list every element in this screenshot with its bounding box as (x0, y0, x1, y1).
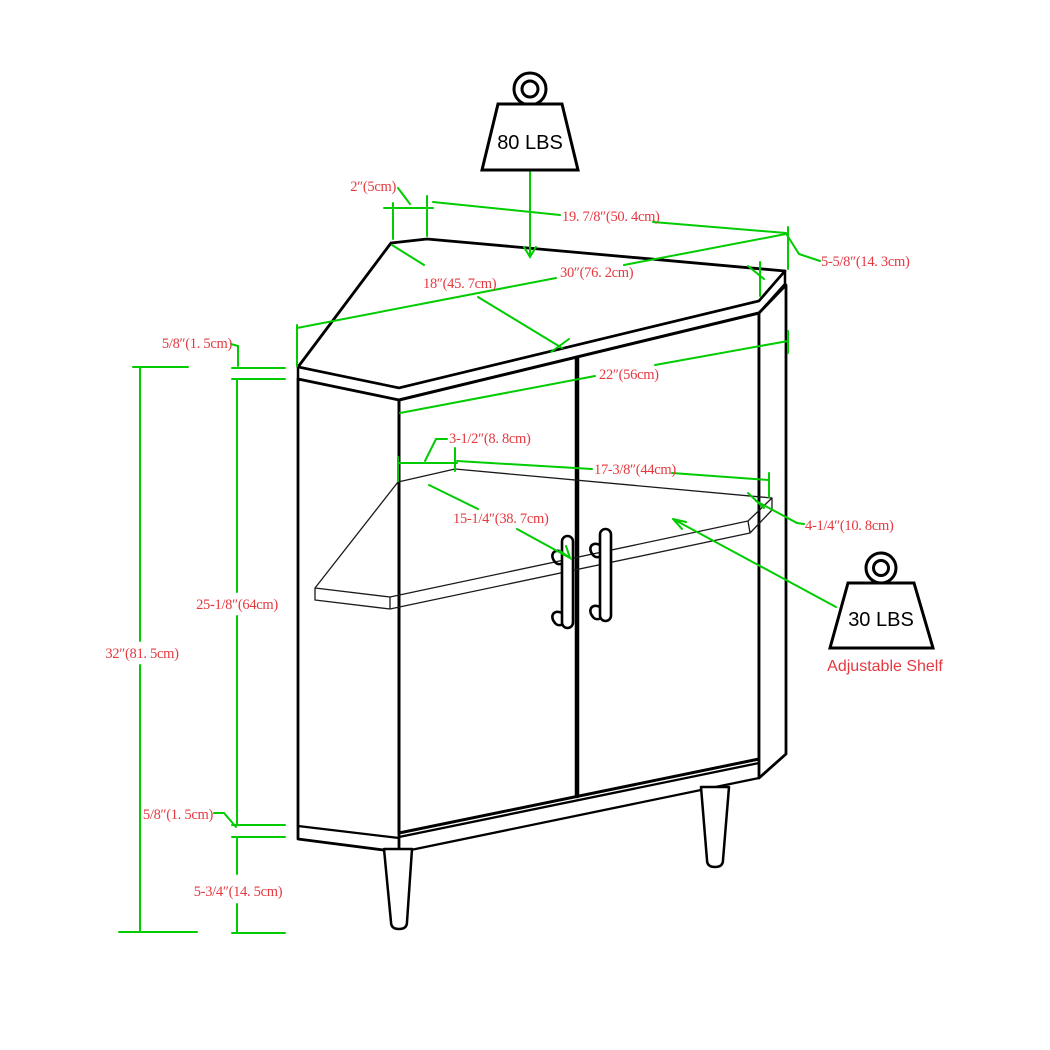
dim-corner-cut-label: 2″(5cm) (350, 179, 396, 195)
labels: 80 LBS 30 LBS Adjustable Shelf 2″(5cm) 1… (105, 132, 943, 900)
dimension-lines (118, 169, 837, 934)
dim-interior-height-label: 25-1/8″(64cm) (196, 597, 278, 613)
dim-top-load-line (523, 169, 537, 259)
dim-shelf-load-leader (672, 518, 837, 608)
top-weight-icon (480, 71, 580, 172)
right-handle-bottom-bracket (589, 604, 602, 621)
adjustable-shelf-caption: Adjustable Shelf (827, 658, 943, 675)
dim-base-thickness-leader (213, 812, 237, 828)
dim-shelf-depth-lines (428, 484, 572, 561)
dim-shelf-setback-lines (397, 438, 458, 482)
dim-shelf-right-edge-lines (747, 492, 805, 525)
dim-interior-height-lines (231, 367, 286, 838)
weight-icons (480, 71, 936, 650)
cabinet (296, 237, 788, 931)
dim-left-depth-lines (391, 244, 570, 353)
shelf-weight-body (828, 581, 936, 650)
door-handles (551, 527, 613, 630)
dim-shelf-front-width-label: 17-3/8″(44cm) (594, 462, 676, 478)
top-weight-body (480, 102, 580, 172)
dim-front-width-lines (399, 330, 789, 414)
right-door-handle (598, 527, 613, 623)
front-left-leg (382, 847, 414, 931)
left-handle-bottom-bracket (551, 610, 564, 627)
shelf-weight-icon (828, 551, 936, 650)
dim-overall-height-label: 32″(81. 5cm) (105, 646, 179, 662)
dim-top-front-width-label: 30″(76. 2cm) (560, 265, 634, 281)
dim-back-edge-lines (432, 201, 789, 270)
dim-shelf-right-edge-label: 4-1/4″(10. 8cm) (805, 518, 894, 534)
dim-top-front-width-lines (296, 233, 787, 367)
dim-base-thickness-label: 5/8″(1. 5cm) (143, 807, 214, 823)
dim-top-thickness-label: 5/8″(1. 5cm) (162, 336, 233, 352)
dim-top-thickness-leader (230, 343, 239, 367)
cabinet-left-side-panel (296, 377, 401, 854)
dim-leg-height-lines (231, 837, 286, 934)
dim-shelf-width-lines (456, 460, 770, 498)
right-handle-top-bracket (589, 542, 602, 559)
top-weight-label: 80 LBS (497, 132, 563, 154)
dim-back-edge-label: 19. 7/8″(50. 4cm) (562, 209, 660, 225)
dim-right-edge-lines (747, 234, 821, 297)
dim-shelf-depth-label: 15-1/4″(38. 7cm) (453, 511, 549, 527)
dim-overall-height-lines (118, 366, 198, 933)
shelf-weight-label: 30 LBS (848, 609, 914, 631)
shelf-weight-ring-hole (872, 559, 890, 577)
dim-right-edge-label: 5-5/8″(14. 3cm) (821, 254, 910, 270)
dim-front-width-label: 22″(56cm) (599, 367, 659, 383)
dim-left-depth-label: 18″(45. 7cm) (423, 276, 497, 292)
dim-leg-height-label: 5-3/4″(14. 5cm) (194, 884, 283, 900)
front-right-leg (699, 785, 731, 869)
dim-corner-cut-lines (383, 187, 434, 240)
dim-shelf-setback-label: 3-1/2″(8. 8cm) (449, 431, 531, 447)
top-weight-ring-hole (520, 79, 540, 99)
cabinet-right-side-panel (757, 283, 788, 780)
cabinet-base-band-lines (296, 761, 761, 854)
